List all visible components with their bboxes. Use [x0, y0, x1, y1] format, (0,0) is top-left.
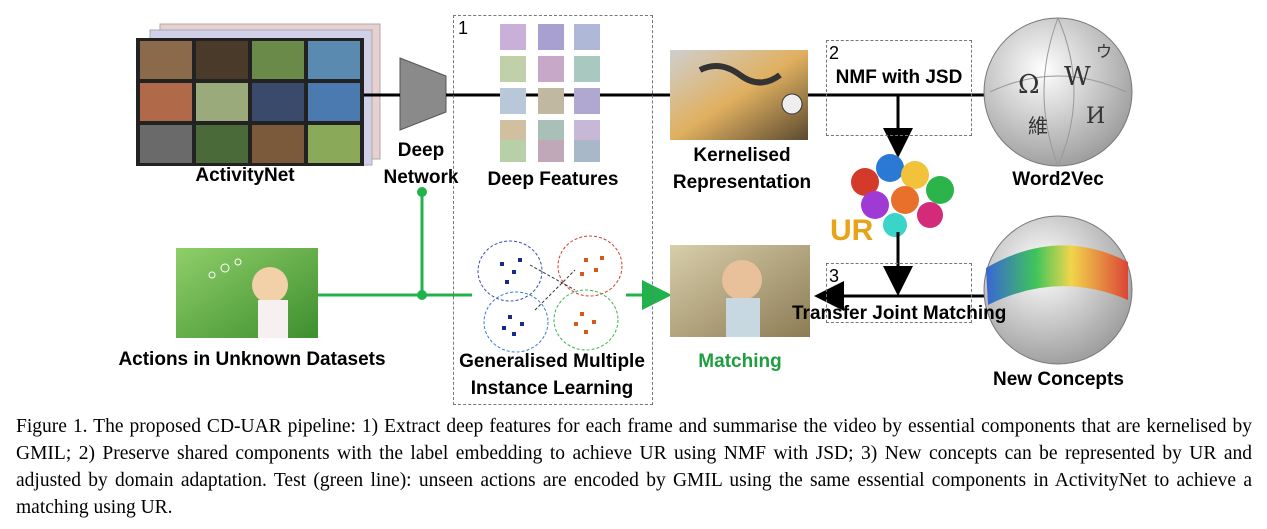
step3-box [826, 263, 972, 323]
wiki-glyph-i: И [1086, 104, 1106, 129]
step-number-3: 3 [829, 266, 840, 286]
deep-features-label: Deep Features [487, 169, 619, 190]
wiki-glyph-wei: 維 [1028, 114, 1048, 138]
deep-features-grid [500, 24, 600, 162]
matching-puzzle-image [670, 245, 810, 337]
actions-unknown-datasets-label: Actions in Unknown Datasets [118, 349, 386, 370]
activitynet-image-stack [136, 23, 381, 166]
pipeline-diagram [136, 17, 1133, 365]
deep-network-label: Deep Network [383, 140, 459, 188]
nmf-with-jsd-label: NMF with JSD [835, 67, 963, 88]
transfer-joint-matching-label: Transfer Joint Matching [792, 303, 1007, 324]
ur-puzzle-pieces [851, 154, 954, 237]
step1-box [453, 15, 653, 405]
wiki-glyph-w: W [1064, 62, 1091, 92]
wiki-glyph-u: ウ [1096, 42, 1113, 61]
gmil-label: Generalised Multiple Instance Learning [459, 351, 645, 399]
wikipedia-globe-icon [983, 17, 1133, 167]
caption-text: Figure 1. The proposed CD-UAR pipeline: … [16, 416, 1252, 518]
new-concepts-globe-icon [983, 215, 1133, 365]
step-number-2: 2 [829, 43, 840, 63]
step2-box [826, 40, 972, 136]
wiki-glyph-omega: Ω [1018, 70, 1040, 100]
new-concepts-label: New Concepts [993, 369, 1124, 390]
gmil-clusters [477, 235, 623, 353]
matching-label: Matching [698, 351, 782, 372]
activitynet-label: ActivityNet [195, 165, 295, 186]
kernelised-image [670, 50, 808, 140]
figure-caption: Figure 1. The proposed CD-UAR pipeline: … [16, 413, 1252, 521]
deep-network-shape [399, 57, 447, 131]
step-number-1: 1 [458, 18, 469, 38]
child-blowing-bubbles-image [176, 248, 318, 338]
word2vec-label: Word2Vec [1012, 169, 1104, 190]
kernelised-representation-label: Kernelised Representation [672, 145, 812, 193]
ur-label: UR [830, 214, 874, 247]
